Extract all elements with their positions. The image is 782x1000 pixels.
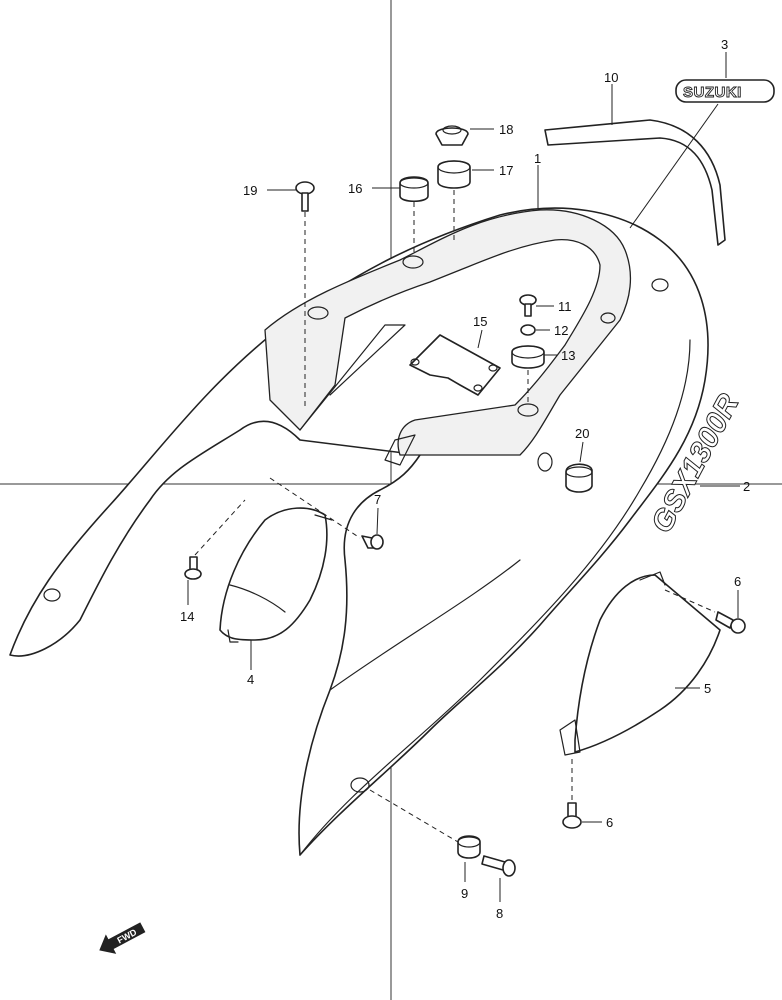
assembly-line-6-upper xyxy=(664,589,716,613)
seat-tail-cover[interactable] xyxy=(9,207,709,856)
leader-3b xyxy=(629,103,719,229)
tool-holder[interactable] xyxy=(219,507,333,643)
screw-6-lower[interactable] xyxy=(562,802,582,829)
leader-15 xyxy=(477,329,483,349)
forward-arrow: FWD xyxy=(99,922,146,954)
leader-7 xyxy=(376,507,379,535)
bracket-15[interactable] xyxy=(409,334,501,396)
callout-13: 13 xyxy=(561,348,575,363)
callout-16: 16 xyxy=(348,181,362,196)
callout-5: 5 xyxy=(704,681,711,696)
bolt-11[interactable] xyxy=(519,294,537,317)
callout-17: 17 xyxy=(499,163,513,178)
callout-20: 20 xyxy=(575,426,589,441)
assembly-line-7 xyxy=(269,477,361,539)
callout-2: 2 xyxy=(743,479,750,494)
grommet-9[interactable] xyxy=(457,835,481,859)
callout-4: 4 xyxy=(247,672,254,687)
washer-12[interactable] xyxy=(520,324,536,336)
callout-9: 9 xyxy=(461,886,468,901)
assembly-line-9 xyxy=(369,789,459,843)
screw-7[interactable] xyxy=(361,534,384,550)
suzuki-emblem[interactable]: SUZUKI xyxy=(675,79,775,103)
callout-8: 8 xyxy=(496,906,503,921)
seat-trim-strip[interactable] xyxy=(544,119,726,246)
callout-15: 15 xyxy=(473,314,487,329)
cushion-16[interactable] xyxy=(399,176,429,203)
screw-14[interactable] xyxy=(184,556,202,580)
screw-8[interactable] xyxy=(481,855,516,877)
callout-12: 12 xyxy=(554,323,568,338)
suzuki-emblem-text: SUZUKI xyxy=(683,84,742,101)
callout-6b: 6 xyxy=(606,815,613,830)
callout-18: 18 xyxy=(499,122,513,137)
seat-tail-frame[interactable] xyxy=(264,209,632,466)
callout-3: 3 xyxy=(721,37,728,52)
callout-10: 10 xyxy=(604,70,618,85)
screw-6-upper[interactable] xyxy=(715,611,746,634)
grommet-20[interactable] xyxy=(565,463,593,493)
callout-19: 19 xyxy=(243,183,257,198)
callout-14: 14 xyxy=(180,609,194,624)
callout-6a: 6 xyxy=(734,574,741,589)
cushion-17[interactable] xyxy=(437,160,471,189)
callout-7: 7 xyxy=(374,492,381,507)
cushion-13[interactable] xyxy=(511,345,545,369)
screw-19[interactable] xyxy=(295,181,315,212)
side-cover-small[interactable] xyxy=(559,571,721,756)
callout-11: 11 xyxy=(558,299,572,314)
callout-1: 1 xyxy=(534,151,541,166)
leader-20 xyxy=(579,441,584,463)
cushion-18[interactable] xyxy=(435,125,469,146)
assembly-line-14 xyxy=(194,499,246,556)
